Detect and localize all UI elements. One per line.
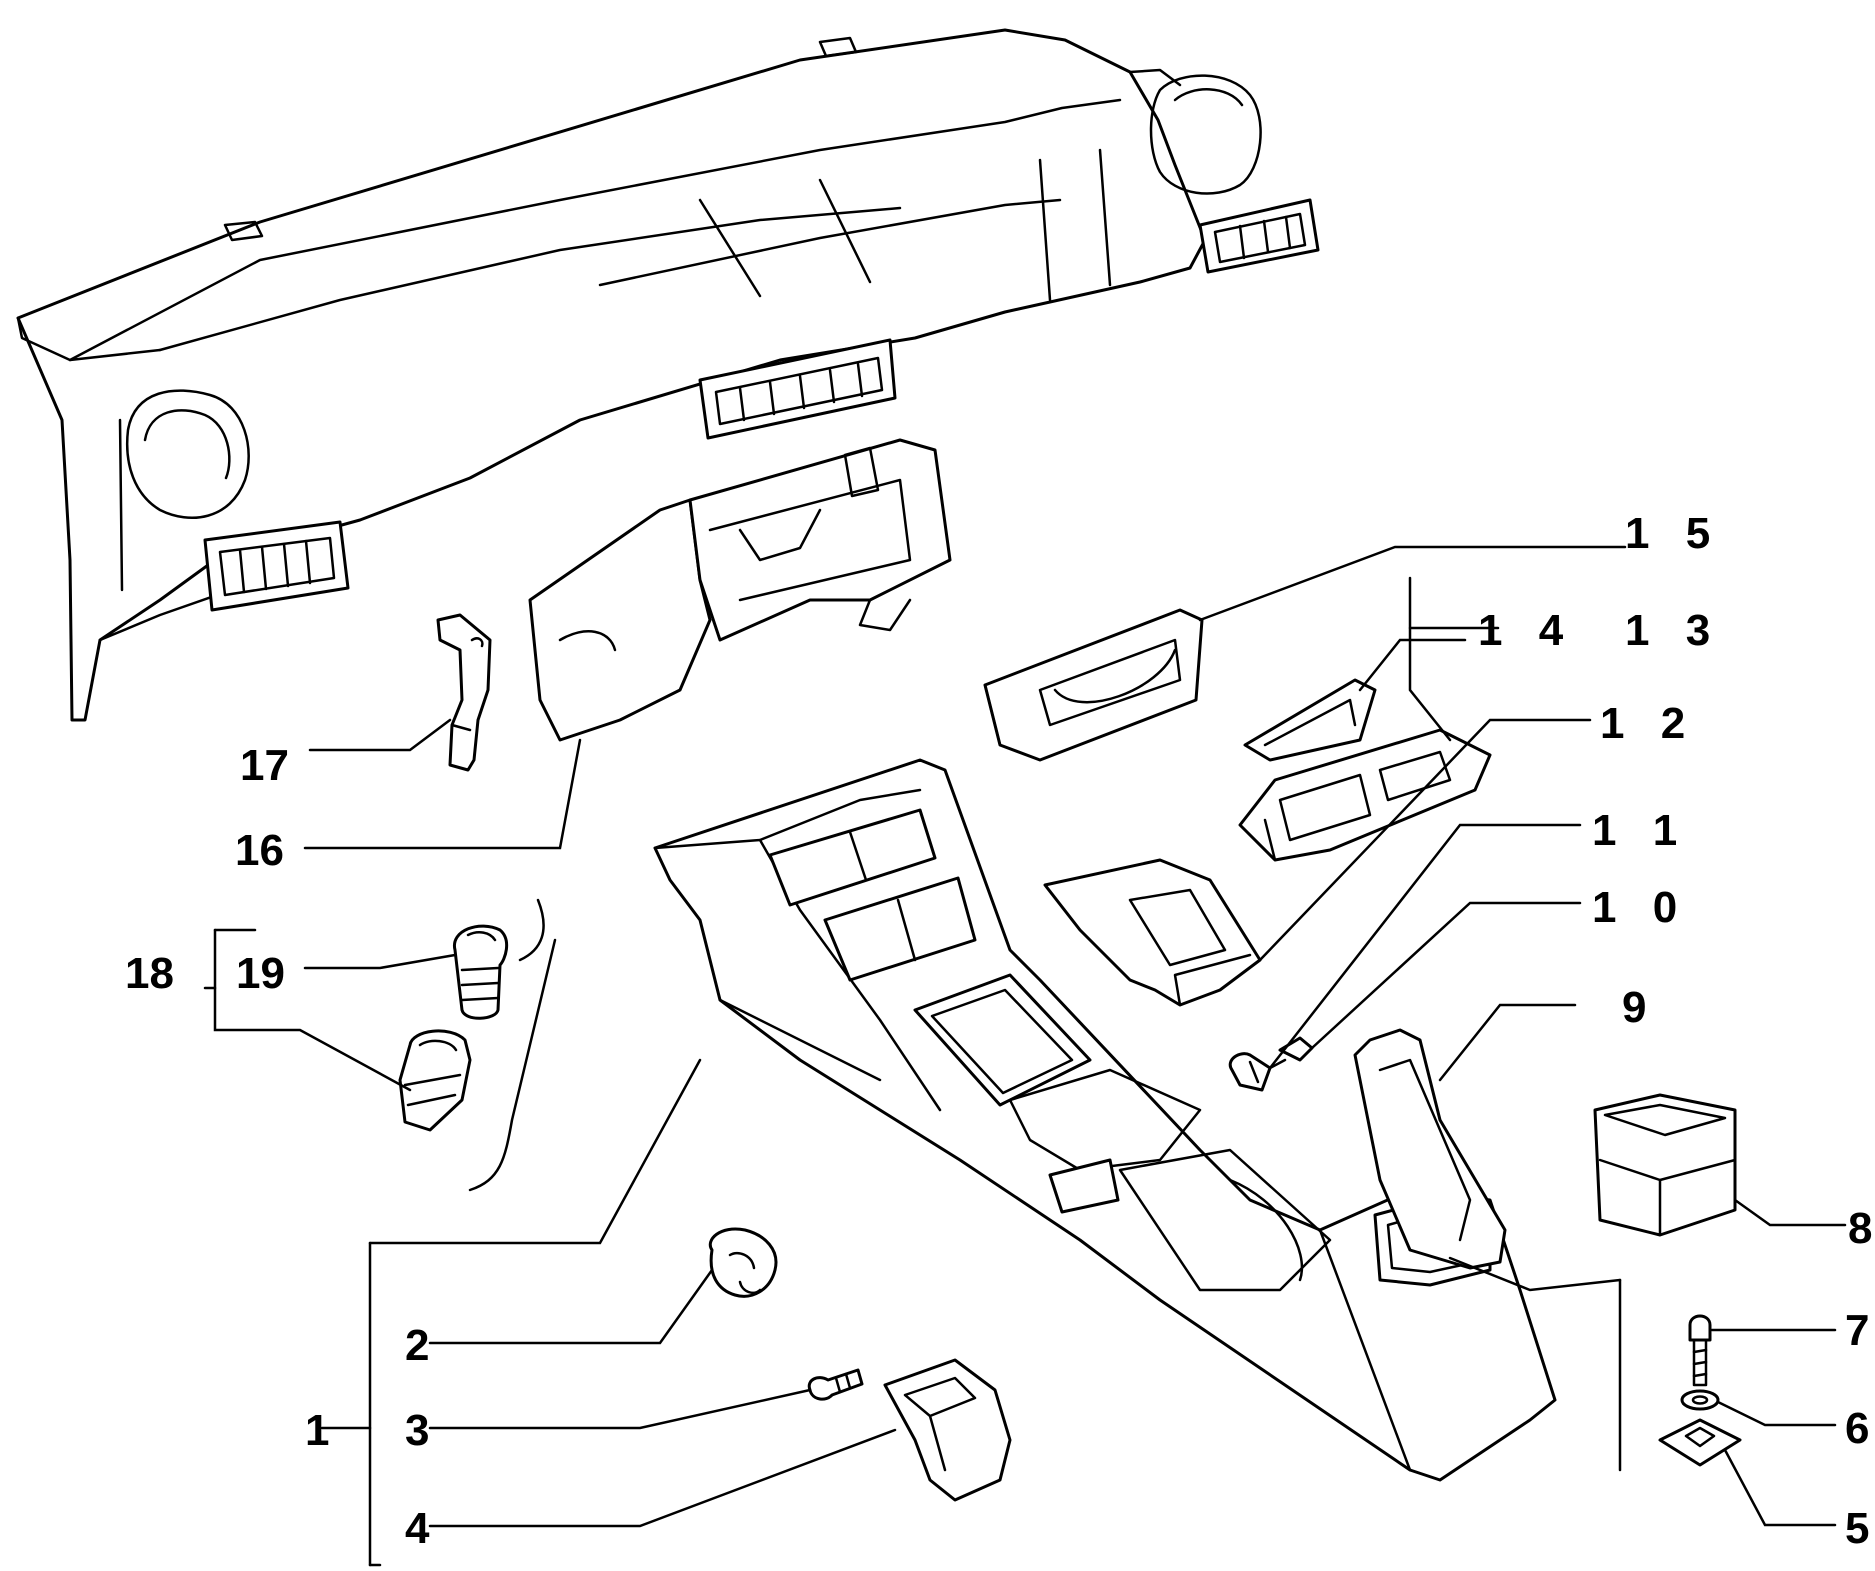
part-14-insert — [1243, 678, 1377, 762]
callout-19: 19 — [236, 949, 285, 998]
callout-15: 1 5 — [1625, 509, 1722, 558]
center-console — [653, 758, 1557, 1482]
part-9-armrest-lid — [1353, 1028, 1507, 1270]
callout-16: 16 — [235, 826, 284, 875]
callout-11: 1 1 — [1592, 806, 1689, 855]
part-7-screw — [1688, 1314, 1712, 1387]
lighter-wire — [468, 898, 557, 1192]
callout-1: 1 — [305, 1406, 329, 1455]
part-4-switch-housing — [883, 1358, 1012, 1502]
leader-lines — [203, 545, 1847, 1567]
part-17-bracket — [436, 613, 492, 772]
part-8-switch — [1593, 1093, 1737, 1237]
callout-12: 1 2 — [1600, 699, 1697, 748]
part-18-lighter-socket — [398, 1029, 472, 1132]
callout-8: 8 — [1848, 1204, 1872, 1253]
callout-7: 7 — [1845, 1306, 1869, 1355]
part-5-clip-nut — [1658, 1418, 1742, 1467]
callout-2: 2 — [405, 1321, 429, 1370]
part-16-center-panel — [528, 438, 952, 742]
part-19-lighter-plug — [453, 924, 509, 1020]
callout-6: 6 — [1845, 1404, 1869, 1453]
callout-13: 1 3 — [1625, 606, 1722, 655]
callout-5: 5 — [1845, 1504, 1869, 1553]
part-15-storage-tray — [983, 608, 1204, 762]
callout-18: 18 — [125, 949, 174, 998]
callout-17: 17 — [240, 741, 289, 790]
part-2-clip — [708, 1227, 778, 1298]
part-6-washer — [1680, 1389, 1720, 1411]
callout-10: 1 0 — [1592, 883, 1689, 932]
part-3-screw — [807, 1368, 864, 1401]
callout-4: 4 — [405, 1504, 430, 1553]
part-12-cover — [1043, 858, 1262, 1007]
dashboard-panel — [16, 28, 1320, 722]
callout-3: 3 — [405, 1406, 429, 1455]
part-13-tray — [1238, 728, 1492, 862]
part-11-bulb — [1228, 1052, 1272, 1092]
callout-14: 1 4 — [1478, 606, 1575, 655]
callout-labels: 1 2 3 4 5 6 7 8 9 1 0 1 1 1 2 1 3 1 4 1 … — [125, 509, 1872, 1553]
callout-9: 9 — [1622, 983, 1646, 1032]
